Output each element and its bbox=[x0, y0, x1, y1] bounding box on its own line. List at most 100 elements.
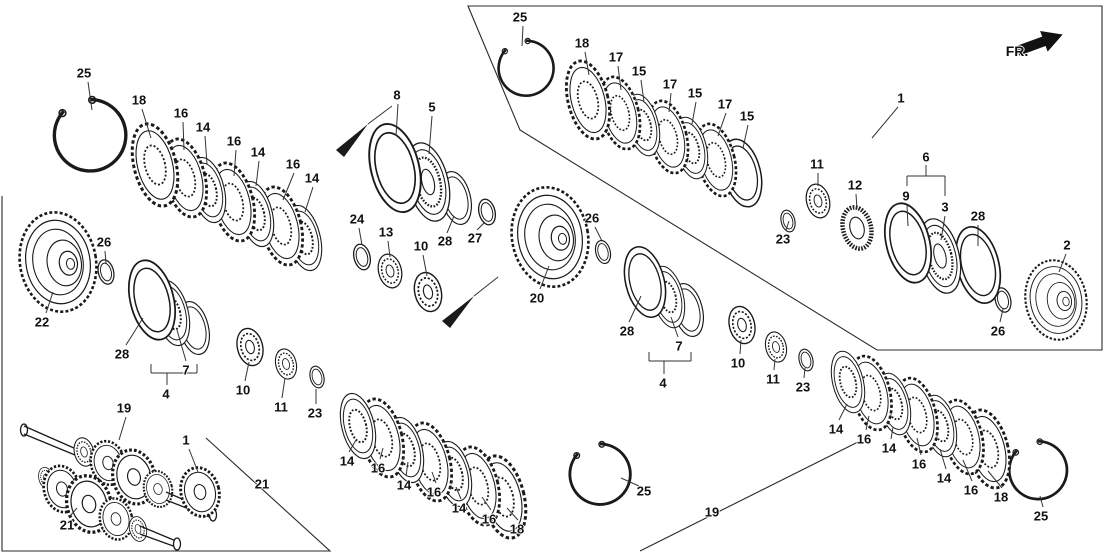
assembly-frame-upper-right bbox=[467, 5, 1103, 351]
upper-right-clutch-pack bbox=[488, 31, 769, 212]
part-label-14: 14 bbox=[828, 421, 844, 437]
ring-24 bbox=[350, 241, 374, 273]
part-label-18: 18 bbox=[131, 92, 147, 108]
part-label-16: 16 bbox=[856, 431, 872, 447]
part-label-16: 16 bbox=[285, 156, 301, 172]
part-label-7: 7 bbox=[675, 338, 683, 354]
part-label-14: 14 bbox=[195, 119, 211, 135]
bearing-11 bbox=[802, 180, 834, 222]
part-label-24: 24 bbox=[349, 211, 365, 227]
snap-ring-25 bbox=[559, 433, 642, 516]
seal-12 bbox=[838, 204, 875, 252]
part-label-28: 28 bbox=[619, 323, 635, 339]
part-label-4: 4 bbox=[162, 386, 170, 402]
part-label-18: 18 bbox=[509, 521, 525, 537]
center-drum-group bbox=[502, 179, 816, 373]
part-label-26: 26 bbox=[584, 210, 600, 226]
part-label-18: 18 bbox=[993, 489, 1009, 505]
upper-middle-spring-group bbox=[350, 117, 499, 316]
bearing-13 bbox=[374, 250, 406, 292]
bearing-11 bbox=[271, 346, 301, 382]
assembly-frame-lower-left bbox=[1, 196, 332, 552]
part-label-13: 13 bbox=[378, 224, 394, 240]
part-label-1: 1 bbox=[897, 90, 905, 106]
part-label-17: 17 bbox=[662, 76, 678, 92]
part-label-11: 11 bbox=[766, 371, 780, 387]
clutch-drum-22 bbox=[10, 204, 106, 320]
part-label-19: 19 bbox=[116, 400, 132, 416]
part-label-7: 7 bbox=[182, 362, 190, 378]
part-label-22: 22 bbox=[34, 314, 50, 330]
fr-direction-label: FR. bbox=[1005, 43, 1029, 59]
part-label-28: 28 bbox=[114, 346, 130, 362]
part-label-14: 14 bbox=[936, 470, 952, 486]
part-label-17: 17 bbox=[608, 49, 624, 65]
part-label-19: 19 bbox=[704, 504, 720, 520]
fr-indicator bbox=[1015, 30, 1063, 56]
part-label-27: 27 bbox=[467, 230, 483, 246]
part-label-14: 14 bbox=[396, 477, 412, 493]
direction-arrows bbox=[336, 124, 474, 328]
leader-lines bbox=[45, 25, 1067, 521]
part-label-15: 15 bbox=[631, 63, 647, 79]
part-label-16: 16 bbox=[426, 484, 442, 500]
ring-27 bbox=[475, 196, 499, 228]
mainshaft-group bbox=[19, 423, 226, 522]
part-label-28: 28 bbox=[437, 233, 453, 249]
assembly-frames bbox=[1, 5, 1103, 552]
countershaft-group bbox=[35, 460, 182, 551]
bearing-11 bbox=[761, 329, 791, 365]
part-label-25: 25 bbox=[636, 483, 652, 499]
part-label-25: 25 bbox=[1033, 508, 1049, 524]
part-label-16: 16 bbox=[226, 133, 242, 149]
fr-arrow-icon bbox=[1015, 30, 1063, 56]
part-label-6: 6 bbox=[922, 149, 930, 165]
clutch-drum-2 bbox=[1018, 254, 1094, 346]
snap-ring-25 bbox=[998, 431, 1078, 510]
part-label-14: 14 bbox=[451, 500, 467, 516]
hub-10 bbox=[232, 324, 268, 370]
part-label-16: 16 bbox=[370, 460, 386, 476]
part-label-1: 1 bbox=[182, 432, 190, 448]
part-label-18: 18 bbox=[574, 35, 590, 51]
insert-arrow-icon bbox=[442, 296, 474, 328]
part-label-23: 23 bbox=[775, 231, 791, 247]
snap-ring-23 bbox=[796, 347, 816, 373]
part-label-10: 10 bbox=[730, 355, 746, 371]
part-label-15: 15 bbox=[687, 85, 703, 101]
part-label-5: 5 bbox=[428, 99, 436, 115]
snap-ring-23 bbox=[778, 208, 798, 234]
part-label-12: 12 bbox=[847, 177, 863, 193]
part-label-14: 14 bbox=[339, 453, 355, 469]
part-label-16: 16 bbox=[911, 456, 927, 472]
part-label-21: 21 bbox=[59, 517, 75, 533]
part-label-8: 8 bbox=[393, 87, 401, 103]
o-ring-26 bbox=[592, 238, 614, 266]
insert-arrow-icon bbox=[336, 124, 368, 157]
part-label-21: 21 bbox=[254, 476, 270, 492]
part-label-4: 4 bbox=[659, 375, 667, 391]
part-label-16: 16 bbox=[963, 482, 979, 498]
clutch-drum-20 bbox=[502, 179, 598, 295]
part-label-20: 20 bbox=[529, 290, 545, 306]
part-label-23: 23 bbox=[307, 405, 323, 421]
gear-1 bbox=[174, 462, 226, 522]
hub-10 bbox=[409, 268, 447, 316]
part-label-14: 14 bbox=[881, 440, 897, 456]
frame-line-19 bbox=[639, 441, 859, 552]
hub-10 bbox=[724, 302, 760, 348]
part-label-10: 10 bbox=[413, 238, 429, 254]
part-label-2: 2 bbox=[1063, 237, 1071, 253]
part-label-10: 10 bbox=[235, 382, 251, 398]
part-label-25: 25 bbox=[512, 9, 528, 25]
part-label-3: 3 bbox=[941, 199, 949, 215]
part-label-26: 26 bbox=[96, 234, 112, 250]
part-label-14: 14 bbox=[304, 170, 320, 186]
snap-ring-23 bbox=[307, 364, 327, 390]
part-label-11: 11 bbox=[274, 399, 288, 415]
snap-ring-25 bbox=[488, 31, 564, 106]
part-label-23: 23 bbox=[795, 379, 811, 395]
snap-ring-25 bbox=[41, 87, 139, 185]
